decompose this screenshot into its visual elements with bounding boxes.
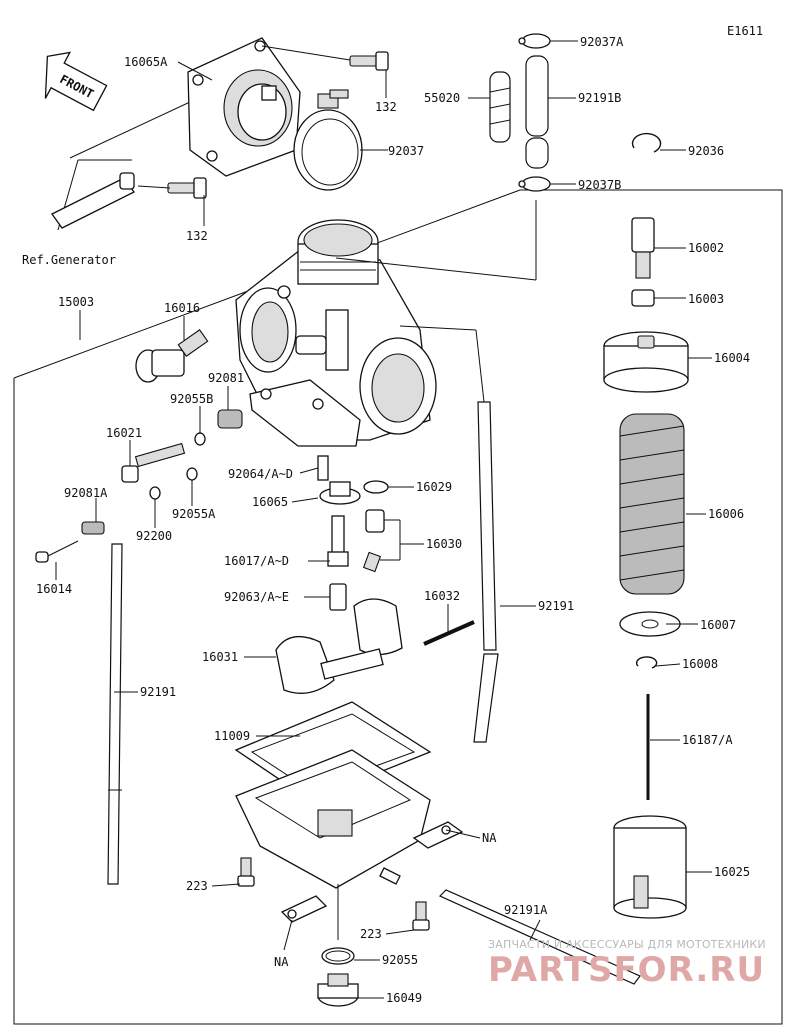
float-bowl-part [235,749,431,889]
needle-jet-holder-16065 [319,481,361,505]
label-92191-right: 92191 [538,599,574,613]
label-16187: 16187/A [682,733,733,747]
hose-92191-left [107,543,123,885]
label-16016: 16016 [164,301,200,315]
label-16032: 16032 [424,589,460,603]
intake-joint-part [187,37,301,177]
leader-lines [55,40,712,999]
label-16025: 16025 [714,865,750,879]
screw-223-a [237,857,255,887]
tube-55020-part [489,71,511,143]
bolt-132-lower [167,177,207,199]
valve-seat-16030 [362,509,385,573]
label-92037B: 92037B [578,178,621,192]
watermark-tagline: ЗАПЧАСТИ И АКСЕССУАРЫ ДЛЯ МОТОТЕХНИКИ [488,938,766,951]
screw-223-b [412,901,430,931]
carburetor-body-part [235,219,437,447]
label-16029: 16029 [416,480,452,494]
label-92191A: 92191A [504,903,548,917]
clip-92036 [631,132,662,153]
label-132-top: 132 [375,100,397,114]
nut-16003 [631,289,655,307]
throttle-valve-16025 [613,815,687,919]
label-92081A: 92081A [64,486,108,500]
label-92064: 92064/A~D [228,467,293,481]
watermark-logo: PARTSFOR.RU [488,950,766,990]
drain-plug-16049 [317,973,359,1007]
label-223-a: 223 [186,879,208,893]
clamp-92037-part [293,89,363,191]
label-16002: 16002 [688,241,724,255]
label-16065: 16065 [252,495,288,509]
label-16030: 16030 [426,537,462,551]
label-92055A: 92055A [172,507,216,521]
label-ref-generator: Ref.Generator [22,253,116,267]
pin-16032 [423,620,475,646]
label-11009: 11009 [214,729,250,743]
label-16006: 16006 [708,507,744,521]
label-92036: 92036 [688,144,724,158]
label-55020: 55020 [424,91,460,105]
clip-92037B [518,176,551,192]
label-16008: 16008 [682,657,718,671]
label-NA-right: NA [482,831,497,845]
nut-92063 [329,583,347,611]
label-16049: 16049 [386,991,422,1005]
label-223-b: 223 [360,927,382,941]
label-92055: 92055 [382,953,418,967]
label-16003: 16003 [688,292,724,306]
bolt-132-top [349,51,389,71]
label-15003: 15003 [58,295,94,309]
hose-92191-right [473,401,499,743]
spring-16006 [619,413,685,595]
o-ring-92055 [321,947,355,965]
label-16021: 16021 [106,426,142,440]
tube-92191B-part [525,55,549,169]
callout-labels: 16065A 132 132 92037 92037A 55020 92191B… [22,35,750,1005]
label-16007: 16007 [700,618,736,632]
label-92037A: 92037A [580,35,624,49]
label-16065A: 16065A [124,55,168,69]
spring-92081 [217,409,243,429]
label-92063: 92063/A~E [224,590,289,604]
label-92200: 92200 [136,529,172,543]
diagram-code: E1611 [727,24,763,38]
o-ring-92055B [194,432,206,446]
clip-92037A [518,33,551,49]
cap-16004 [603,331,689,393]
washer-92200 [149,486,161,500]
bracket-NA-bottom [280,895,328,923]
main-jet-16017 [327,515,349,567]
air-screw-16014 [35,540,79,563]
generator-reference-part [51,172,135,229]
label-92055B: 92055B [170,392,213,406]
o-ring-92055A [186,467,198,481]
spring-92081A [81,521,105,535]
label-16014: 16014 [36,582,72,596]
adjuster-16002 [631,217,655,279]
label-92191B: 92191B [578,91,621,105]
washer-16029 [363,480,389,494]
label-16031: 16031 [202,650,238,664]
label-92081: 92081 [208,371,244,385]
clip-16008 [635,656,658,669]
label-16004: 16004 [714,351,750,365]
throttle-screw-16016 [135,329,209,383]
frame-lines [13,94,783,1025]
jet-92064 [317,455,329,481]
hose-92191A [438,889,641,985]
front-arrow-icon: FRONT [44,51,108,112]
screw-16021 [121,442,186,483]
label-92191-left: 92191 [140,685,176,699]
plate-16007 [619,611,681,637]
label-NA-bottom: NA [274,955,289,969]
label-16017: 16017/A~D [224,554,289,568]
float-16031 [275,598,403,694]
label-132-lower: 132 [186,229,208,243]
label-92037: 92037 [388,144,424,158]
